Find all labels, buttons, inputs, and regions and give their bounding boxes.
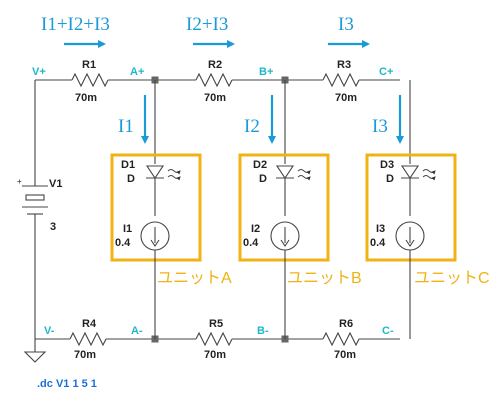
resistor-r4-value: 70m xyxy=(74,349,96,361)
unit-a-diode-name: D1 xyxy=(121,159,135,171)
unit-c-label: ユニットC xyxy=(414,270,490,287)
resistor-r1-name: R1 xyxy=(82,59,96,71)
resistor-r1: R1 70m xyxy=(71,59,109,104)
light-emission-icon xyxy=(167,169,181,181)
node-v-plus: V+ xyxy=(32,66,46,78)
unit-c-diode-model: D xyxy=(386,173,394,185)
resistor-r6: R6 70m xyxy=(322,318,360,361)
flow-label-branch-3: I3 xyxy=(372,116,388,137)
unit-b-label: ユニットB xyxy=(287,270,362,287)
node-b-plus: B+ xyxy=(259,66,273,78)
resistor-r5: R5 70m xyxy=(195,318,233,361)
source-value: 3 xyxy=(50,221,56,233)
resistor-r4-name: R4 xyxy=(82,318,97,330)
resistor-r4: R4 70m xyxy=(69,318,107,361)
unit-b-source-value: 0.4 xyxy=(243,237,259,249)
unit-a-diode-model: D xyxy=(127,173,135,185)
unit-c: I3 D3 D I3 0.4 ユニットC xyxy=(365,80,490,339)
source-plus-sign: + xyxy=(17,177,22,186)
node-v-minus: V- xyxy=(44,325,55,337)
unit-a-source-name: I1 xyxy=(123,223,132,235)
unit-c-source-name: I3 xyxy=(376,223,385,235)
unit-c-diode-name: D3 xyxy=(380,159,394,171)
unit-a-source-value: 0.4 xyxy=(115,237,131,249)
flow-label-branch-1: I1 xyxy=(118,116,134,137)
unit-b: I2 D2 D I2 0.4 ユニットB xyxy=(238,80,362,339)
unit-c-source-value: 0.4 xyxy=(370,237,386,249)
light-emission-icon xyxy=(297,169,311,181)
light-emission-icon xyxy=(422,169,436,181)
unit-b-source-name: I2 xyxy=(251,223,260,235)
resistor-r1-value: 70m xyxy=(75,92,97,104)
ground-icon xyxy=(23,351,47,363)
resistor-r2-value: 70m xyxy=(204,92,226,104)
unit-b-diode-model: D xyxy=(259,173,267,185)
resistor-r5-value: 70m xyxy=(204,349,226,361)
unit-a: I1 D1 D I1 0.4 ユニットA xyxy=(110,80,232,339)
unit-a-box xyxy=(110,153,202,262)
resistor-r6-name: R6 xyxy=(339,318,353,330)
resistor-r2: R2 70m xyxy=(195,59,233,104)
node-b-minus: B- xyxy=(257,325,269,337)
resistor-r3-name: R3 xyxy=(337,59,351,71)
unit-b-box xyxy=(238,153,330,262)
unit-b-diode-name: D2 xyxy=(253,159,267,171)
resistor-r3: R3 70m xyxy=(322,59,360,104)
flow-label-branch-2: I2 xyxy=(244,116,260,137)
node-c-minus: C- xyxy=(382,325,394,337)
resistor-r3-value: 70m xyxy=(335,92,357,104)
resistor-r5-name: R5 xyxy=(209,318,223,330)
voltage-source-v1: + V1 3 xyxy=(17,177,62,233)
spice-directive: .dc V1 1 5 1 xyxy=(37,378,97,390)
flow-label-top-2: I2+I3 xyxy=(186,14,228,35)
flow-label-top-3: I3 xyxy=(338,14,354,35)
node-c-plus: C+ xyxy=(379,66,393,78)
resistor-r2-name: R2 xyxy=(208,59,222,71)
source-name: V1 xyxy=(49,178,62,190)
resistor-r6-value: 70m xyxy=(334,349,356,361)
unit-a-label: ユニットA xyxy=(157,270,232,287)
flow-label-top-1: I1+I2+I3 xyxy=(41,14,110,35)
node-a-plus: A+ xyxy=(130,66,144,78)
unit-c-box xyxy=(365,153,457,262)
node-a-minus: A- xyxy=(131,325,143,337)
